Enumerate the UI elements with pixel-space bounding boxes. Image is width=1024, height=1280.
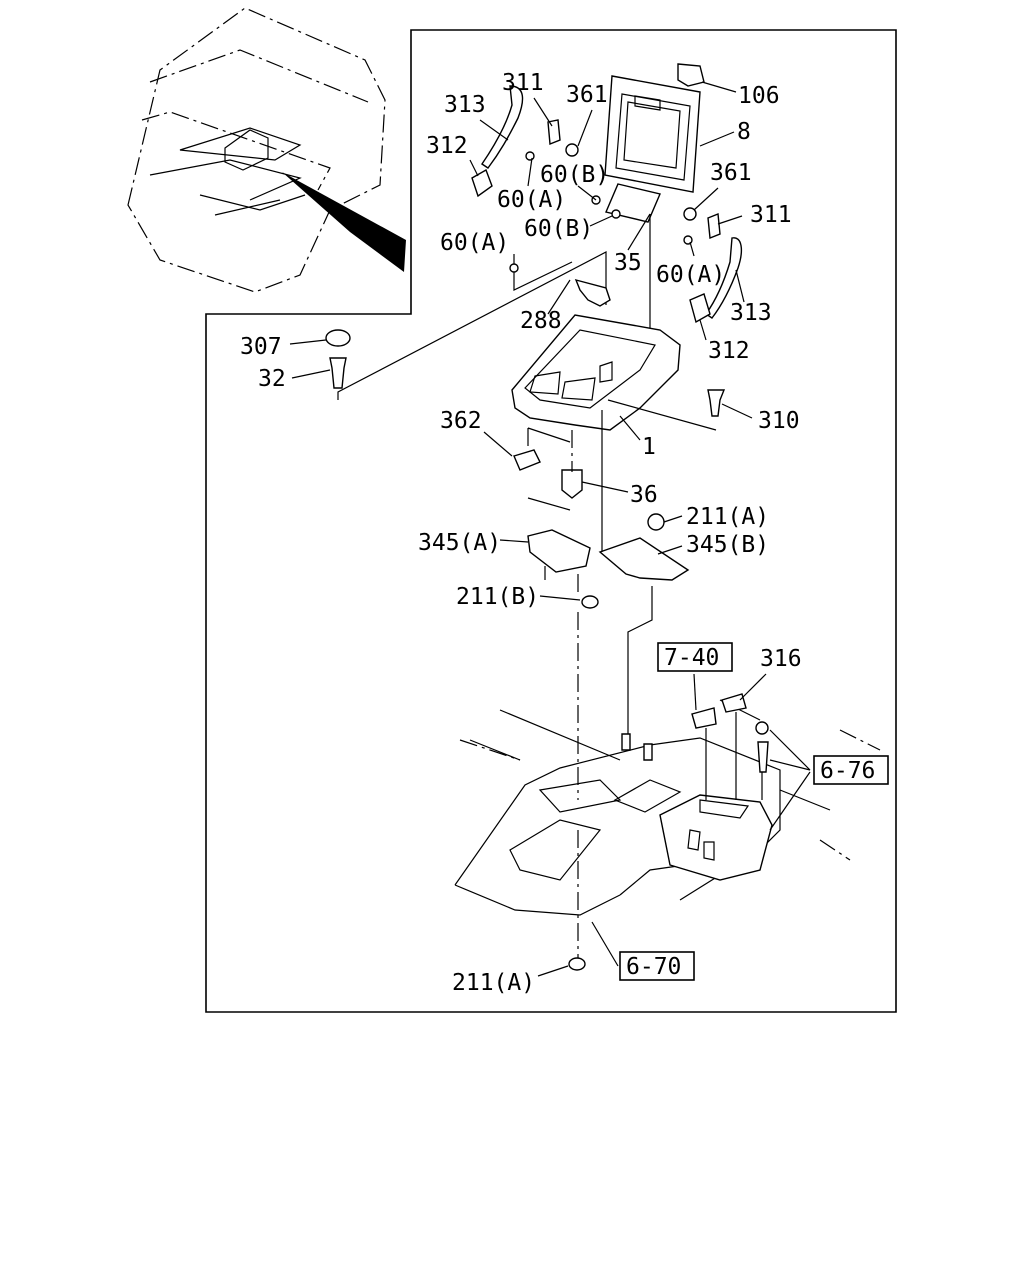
reference-7-40[interactable]: 7-40 (657, 642, 733, 672)
label-307: 307 (240, 334, 282, 360)
label-106: 106 (738, 83, 780, 109)
screw-32 (329, 357, 347, 389)
svg-text:6-70: 6-70 (626, 954, 681, 980)
label-211A-bottom: 211(A) (452, 970, 535, 996)
label-312-left: 312 (426, 133, 468, 159)
label-32: 32 (258, 366, 286, 392)
floor-panel (454, 699, 881, 916)
label-362: 362 (440, 408, 482, 434)
svg-text:6-76: 6-76 (820, 758, 875, 784)
part-362 (513, 449, 541, 471)
label-312-right: 312 (708, 338, 750, 364)
label-36: 36 (630, 482, 658, 508)
label-60B-mid: 60(B) (524, 216, 593, 242)
diagram-frame (205, 29, 897, 1013)
grommet-36 (561, 469, 583, 499)
cab-overview-inset (127, 7, 406, 293)
cap-307 (325, 329, 351, 347)
clip-310 (707, 389, 726, 417)
svg-text:7-40: 7-40 (664, 645, 719, 671)
label-313-right: 313 (730, 300, 772, 326)
label-311-right: 311 (750, 202, 792, 228)
bracket-288 (574, 278, 611, 307)
label-361-right: 361 (710, 160, 752, 186)
label-316: 316 (760, 646, 802, 672)
cover-part-8 (604, 63, 705, 223)
label-60B-top: 60(B) (540, 162, 609, 188)
reference-6-76[interactable]: 6-76 (813, 755, 889, 785)
label-60A-left: 60(A) (497, 187, 566, 213)
label-345A: 345(A) (418, 530, 501, 556)
console-housing-part-1 (511, 314, 681, 431)
label-211A-top: 211(A) (686, 504, 769, 530)
label-35: 35 (614, 250, 642, 276)
reference-6-70[interactable]: 6-70 (619, 951, 695, 981)
label-361-top: 361 (566, 82, 608, 108)
floor-console (659, 794, 773, 881)
handle-right (683, 207, 743, 324)
part-316 (721, 693, 747, 713)
label-8: 8 (737, 119, 751, 145)
label-1: 1 (642, 434, 656, 460)
label-345B: 345(B) (686, 532, 769, 558)
handle-left (471, 85, 579, 198)
label-211B: 211(B) (456, 584, 539, 610)
label-311-top: 311 (502, 70, 544, 96)
label-60A-far-left: 60(A) (440, 230, 509, 256)
label-313-left: 313 (444, 92, 486, 118)
label-310: 310 (758, 408, 800, 434)
bracket-345B (598, 537, 690, 581)
label-60A-right: 60(A) (656, 262, 725, 288)
label-288: 288 (520, 308, 562, 334)
bracket-345A (527, 529, 591, 573)
